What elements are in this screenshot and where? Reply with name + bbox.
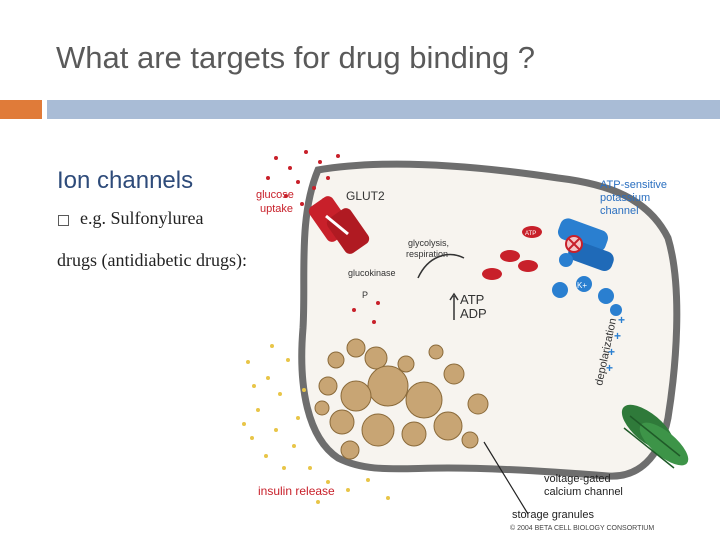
charge-plus: +	[606, 361, 613, 375]
charge-plus: +	[618, 313, 625, 327]
atp-channel-label-2: potassium	[600, 192, 650, 204]
phosphate-groups: P	[352, 290, 380, 324]
depolarization-charges: + + + +	[606, 313, 625, 375]
atp-potassium-channel	[557, 218, 614, 272]
granule-pointer	[483, 441, 529, 515]
atp-label: ATP	[460, 292, 484, 307]
storage-granules	[314, 338, 489, 460]
beta-cell-diagram: glucose uptake GLUT2 ATP-sensitive potas…	[242, 150, 689, 532]
potassium-ions: K+	[552, 253, 622, 316]
storage-granules-label: storage granules	[512, 509, 594, 521]
glucokinase-label: glucokinase	[348, 268, 396, 278]
title-divider-bar	[47, 100, 720, 119]
charge-plus: +	[608, 345, 615, 359]
section-heading: Ion channels	[57, 167, 194, 194]
copyright-notice: © 2004 BETA CELL BIOLOGY CONSORTIUM	[510, 524, 654, 532]
insulin-molecules	[242, 344, 390, 504]
glucose-uptake-label-2: uptake	[260, 203, 293, 215]
bullet-text: e.g. Sulfonylurea	[80, 208, 204, 228]
atp-badges: ATP	[482, 226, 542, 280]
glut2-transporter	[308, 196, 370, 254]
phosphate-label: P	[362, 290, 368, 300]
glut2-label: GLUT2	[346, 189, 385, 203]
k-ion-label: K+	[577, 281, 587, 290]
glucose-uptake-label-1: glucose	[256, 189, 294, 201]
slide-title: What are targets for drug binding ?	[56, 40, 536, 75]
glycolysis-label-2: respiration	[406, 249, 448, 259]
atp-arrow	[449, 292, 459, 320]
atp-channel-label-3: channel	[600, 205, 639, 217]
atp-channel-label-1: ATP-sensitive	[600, 179, 667, 191]
glycolysis-label-1: glycolysis,	[408, 238, 449, 248]
insulin-release-label: insulin release	[258, 484, 335, 498]
continuation-text: drugs (antidiabetic drugs):	[57, 250, 247, 270]
charge-plus: +	[614, 329, 621, 343]
voltage-label-1: voltage-gated	[544, 473, 611, 485]
bullet-marker	[58, 215, 69, 226]
voltage-label-2: calcium channel	[544, 486, 623, 498]
glycolysis-arrow	[417, 253, 465, 279]
atp-badge-text: ATP	[525, 231, 536, 237]
adp-label: ADP	[460, 306, 487, 321]
title-accent-bar	[0, 100, 42, 119]
calcium-channel	[621, 404, 689, 469]
